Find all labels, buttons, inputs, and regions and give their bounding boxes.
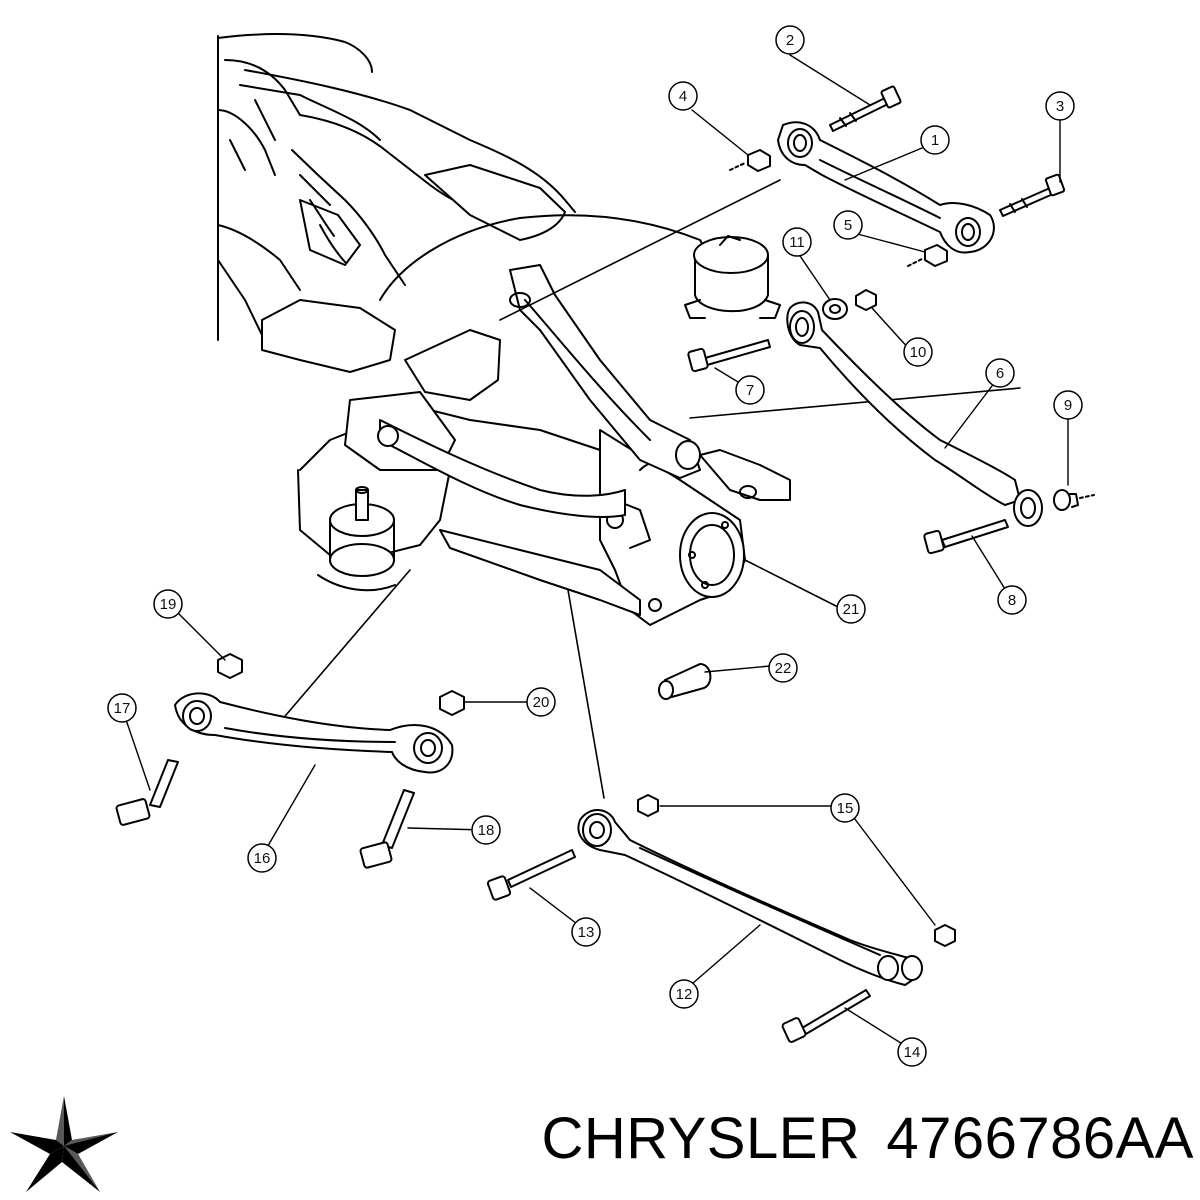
callout-2: 2: [775, 25, 805, 55]
leader-line-16-installed: [279, 569, 411, 723]
part-18-bolt: [359, 789, 415, 869]
part-6-lateral-link: [786, 301, 1043, 527]
svg-text:8: 8: [1008, 592, 1016, 609]
callout-5: 5: [833, 210, 863, 240]
svg-text:15: 15: [837, 800, 854, 817]
cradle-mount-bushing: [329, 486, 395, 577]
part-7-bolt: [687, 339, 771, 373]
svg-text:19: 19: [160, 596, 177, 613]
svg-text:5: 5: [844, 217, 852, 234]
svg-text:22: 22: [775, 660, 792, 677]
svg-text:1: 1: [931, 132, 939, 149]
part-1-upper-arm: [777, 121, 995, 254]
svg-text:18: 18: [478, 822, 495, 839]
svg-text:11: 11: [789, 234, 805, 251]
leader-line-6-installed: [689, 387, 1021, 419]
chrysler-pentastar-icon: [0, 1088, 128, 1200]
part-5-nut: [907, 244, 948, 267]
brand-name: CHRYSLER: [541, 1105, 861, 1171]
callout-4: 4: [668, 81, 698, 111]
callout-20: 20: [526, 687, 556, 717]
svg-text:21: 21: [843, 601, 860, 618]
part-11-washer: [822, 298, 848, 320]
svg-text:17: 17: [114, 700, 131, 717]
part-22-sleeve: [658, 663, 712, 700]
leader-line-1-installed: [499, 179, 781, 321]
callout-7: 7: [735, 375, 765, 405]
part-16-link: [174, 692, 454, 774]
callout-12: 12: [669, 979, 699, 1009]
part-14-bolt: [781, 989, 871, 1043]
leader-line-12-installed: [567, 589, 605, 799]
svg-text:13: 13: [578, 924, 595, 941]
part-number: 4766786AA: [886, 1105, 1194, 1171]
callout-3: 3: [1045, 91, 1075, 121]
leader-line-21: [744, 559, 837, 607]
callout-6: 6: [985, 358, 1015, 388]
part-2-bolt: [829, 85, 902, 132]
svg-text:4: 4: [679, 88, 687, 105]
part-3-bolt: [999, 173, 1066, 217]
svg-text:7: 7: [746, 382, 754, 399]
callout-1: 1: [920, 125, 950, 155]
part-4-nut: [729, 149, 771, 172]
installed-upper-arm: [509, 264, 701, 479]
svg-text:6: 6: [996, 365, 1004, 382]
callout-17: 17: [107, 693, 137, 723]
callout-15: 15: [830, 793, 860, 823]
svg-text:2: 2: [786, 32, 794, 49]
callout-16: 16: [247, 843, 277, 873]
part-9-nut: [1053, 489, 1095, 511]
part-15-nut: [637, 794, 956, 947]
part-19-nut: [217, 653, 243, 679]
callout-9: 9: [1053, 390, 1083, 420]
callout-8: 8: [997, 585, 1027, 615]
installed-lower-arm: [377, 419, 641, 616]
callout-22: 22: [768, 653, 798, 683]
svg-text:20: 20: [533, 694, 550, 711]
part-10-nut: [855, 289, 877, 311]
svg-text:14: 14: [904, 1044, 921, 1061]
callout-13: 13: [571, 917, 601, 947]
part-17-bolt: [115, 759, 179, 826]
svg-text:16: 16: [254, 850, 271, 867]
svg-text:10: 10: [910, 344, 927, 361]
callout-19: 19: [153, 589, 183, 619]
part-13-bolt: [486, 849, 576, 901]
knuckle-assembly: [599, 429, 791, 626]
rear-subframe-assembly: [217, 33, 711, 592]
svg-text:3: 3: [1056, 98, 1064, 115]
callout-11: 11: [782, 227, 812, 257]
callout-10: 10: [903, 337, 933, 367]
part-12-lower-link: [577, 809, 923, 986]
svg-text:9: 9: [1064, 397, 1072, 414]
callout-14: 14: [897, 1037, 927, 1067]
leader-lines: [279, 179, 1021, 799]
upper-isolator-bushing: [684, 235, 781, 319]
part-20-nut: [439, 690, 465, 716]
svg-text:12: 12: [676, 986, 693, 1003]
part-caption: CHRYSLER 4766786AA: [484, 1098, 1194, 1178]
callout-18: 18: [471, 815, 501, 845]
part-8-bolt: [923, 519, 1009, 555]
callout-21: 21: [836, 594, 866, 624]
